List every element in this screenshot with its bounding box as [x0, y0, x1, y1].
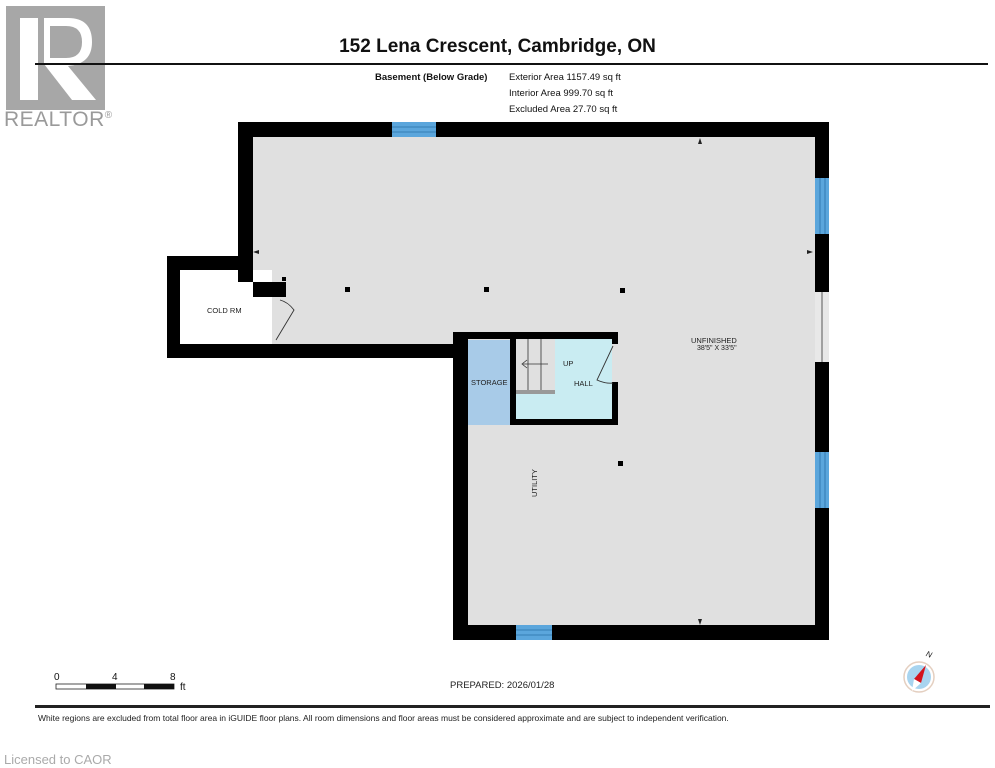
title-divider [35, 63, 988, 65]
windows [392, 122, 829, 640]
hall-door-icon [596, 345, 614, 384]
dim-arrow-icon [253, 250, 259, 254]
compass-icon [903, 661, 935, 693]
realtor-r-logo-icon [6, 6, 105, 110]
interior-area: Interior Area 999.70 sq ft [509, 88, 614, 99]
room-label-utility: UTILITY [530, 469, 539, 497]
excluded-area: Excluded Area 27.70 sq ft [509, 104, 618, 115]
dim-arrow-icon [807, 250, 813, 254]
floor-label: Basement (Below Grade) [375, 72, 488, 83]
room-label-unfinished: UNFINISHED [691, 336, 737, 345]
scale-unit: ft [180, 682, 186, 693]
room-label-hall: HALL [574, 379, 593, 388]
scale-bar [55, 683, 175, 690]
scale-label-0: 0 [54, 672, 60, 683]
realtor-wordmark: REALTOR® [4, 108, 113, 131]
stairs-up-label: UP [563, 359, 574, 368]
room-label-storage: STORAGE [471, 378, 508, 387]
dim-arrow-icon [698, 138, 702, 144]
scale-label-8: 8 [170, 672, 176, 683]
exterior-area: Exterior Area 1157.49 sq ft [509, 72, 621, 83]
dim-arrow-icon [698, 619, 702, 625]
scale-label-4: 4 [112, 672, 118, 683]
walls [167, 122, 829, 640]
footer-divider [35, 705, 990, 708]
room-label-cold-rm: COLD RM [207, 306, 242, 315]
disclaimer-text: White regions are excluded from total fl… [38, 713, 729, 723]
license-watermark: Licensed to CAOR [4, 752, 112, 767]
cold-room-door-icon [275, 299, 295, 341]
page-title: 152 Lena Crescent, Cambridge, ON [339, 36, 656, 57]
storage-floor [468, 340, 510, 425]
prepared-date: PREPARED: 2026/01/28 [450, 680, 555, 691]
room-dimensions-unfinished: 38'5" x 33'5" [697, 345, 737, 352]
